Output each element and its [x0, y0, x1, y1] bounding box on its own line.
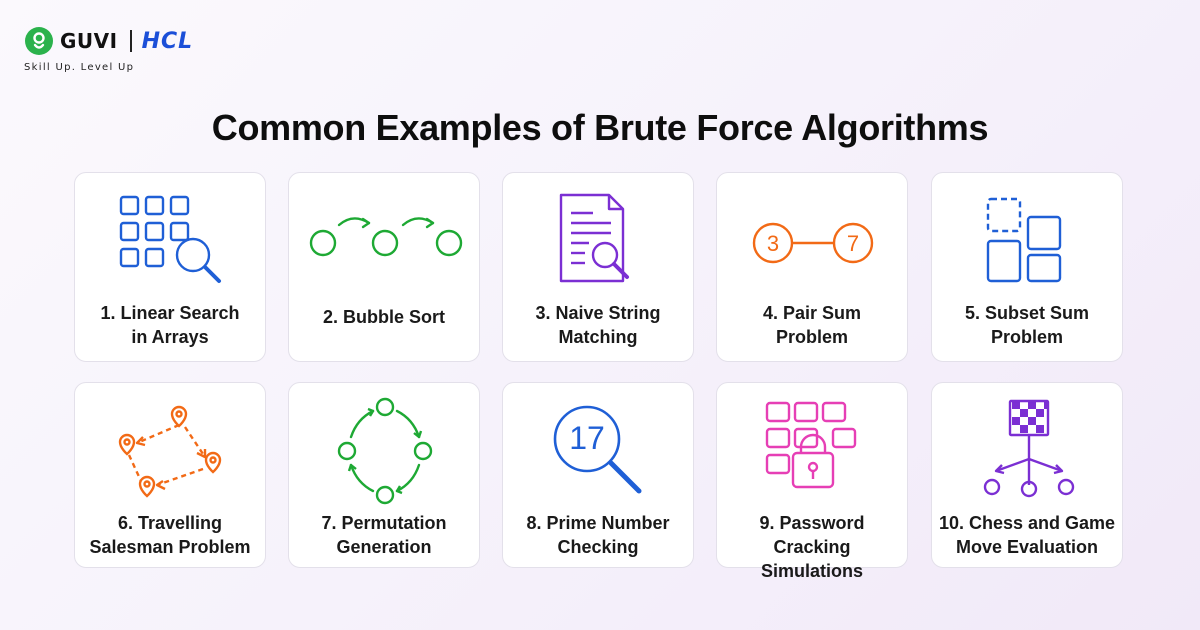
route-pins-icon	[118, 405, 222, 498]
document-search-icon	[559, 193, 629, 283]
card-subset-sum: 5. Subset Sum Problem	[931, 172, 1123, 362]
card-label: 7. Permutation Generation	[293, 511, 475, 559]
card-label-line2: Matching	[558, 327, 638, 347]
card-chess-move-evaluation: 10. Chess and Game Move Evaluation	[931, 382, 1123, 568]
brand-tagline: Skill Up. Level Up	[24, 62, 135, 73]
guvi-logo-icon	[25, 27, 53, 55]
card-label: 10. Chess and Game Move Evaluation	[936, 511, 1118, 559]
keypad-lock-icon	[765, 401, 857, 489]
magnifier-number-icon: 17	[553, 405, 642, 494]
grid-search-icon	[119, 195, 221, 283]
card-pair-sum: 3 7 4. Pair Sum Problem	[716, 172, 908, 362]
card-label-line2: Problem	[990, 327, 1064, 347]
pair-value-b: 7	[847, 231, 859, 256]
page-title: Common Examples of Brute Force Algorithm…	[211, 107, 989, 148]
card-label-line1: 3. Naive String	[535, 303, 661, 323]
card-label-line2: Problem	[775, 327, 849, 347]
card-label-line1: 7. Permutation	[321, 513, 447, 533]
card-label-line1: 1. Linear Search	[100, 303, 240, 323]
card-label: 3. Naive String Matching	[507, 301, 689, 349]
guvi-wordmark: GUVI	[60, 29, 118, 53]
card-label: 1. Linear Search in Arrays	[79, 301, 261, 349]
card-label-line1: 4. Pair Sum	[762, 303, 862, 323]
card-label-line2: Simulations	[760, 561, 863, 581]
card-label-line2: Move Evaluation	[955, 537, 1099, 557]
card-label-line1: 8. Prime Number	[526, 513, 670, 533]
bubble-sort-icon	[309, 217, 463, 257]
card-label-line1: 2. Bubble Sort	[322, 307, 445, 327]
card-label-line2: Generation	[336, 537, 432, 557]
card-label-line1: 5. Subset Sum	[964, 303, 1090, 323]
pair-sum-icon: 3 7	[752, 222, 874, 264]
card-label-line2: Checking	[557, 537, 639, 557]
card-label: 6. Travelling Salesman Problem	[79, 511, 261, 559]
brand-header: GUVI HCL Skill Up. Level Up	[24, 26, 284, 76]
card-label-line2: Salesman Problem	[89, 537, 251, 557]
pair-value-a: 3	[767, 231, 779, 256]
card-label-line1: 6. Travelling	[117, 513, 223, 533]
card-travelling-salesman: 6. Travelling Salesman Problem	[74, 382, 266, 568]
cycle-nodes-icon	[337, 397, 433, 505]
card-prime-number-checking: 17 8. Prime Number Checking	[502, 382, 694, 568]
card-label: 2. Bubble Sort	[293, 305, 475, 329]
card-label: 4. Pair Sum Problem	[721, 301, 903, 349]
card-label: 8. Prime Number Checking	[507, 511, 689, 559]
brand-divider	[129, 30, 132, 52]
hcl-wordmark: HCL	[141, 28, 194, 54]
card-linear-search: 1. Linear Search in Arrays	[74, 172, 266, 362]
card-bubble-sort: 2. Bubble Sort	[288, 172, 480, 362]
card-label: 5. Subset Sum Problem	[936, 301, 1118, 349]
card-label-line1: 10. Chess and Game	[938, 513, 1116, 533]
card-label-line1: 9. Password Cracking	[759, 513, 865, 557]
brand-logo-row: GUVI HCL	[24, 26, 284, 56]
card-label: 9. Password Cracking Simulations	[721, 511, 903, 583]
card-password-cracking: 9. Password Cracking Simulations	[716, 382, 908, 581]
chess-tree-icon	[983, 399, 1075, 498]
card-permutation-generation: 7. Permutation Generation	[288, 382, 480, 568]
card-label-line2: in Arrays	[131, 327, 209, 347]
subset-squares-icon	[986, 197, 1062, 283]
prime-number-text: 17	[569, 420, 605, 456]
card-naive-string-matching: 3. Naive String Matching	[502, 172, 694, 362]
